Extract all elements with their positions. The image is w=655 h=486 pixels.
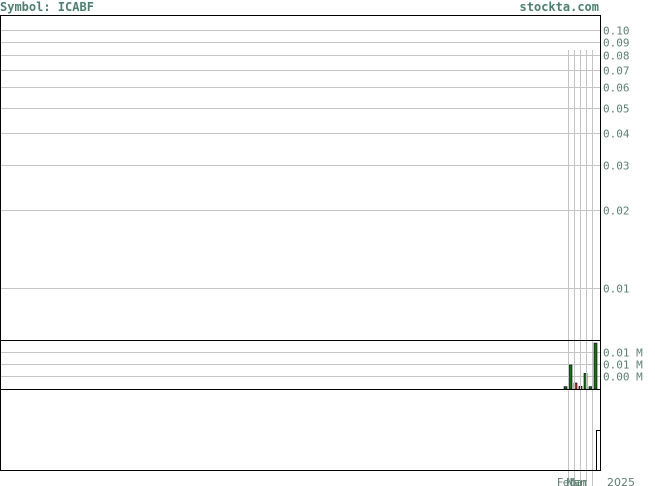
site-label: stockta.com: [520, 0, 599, 14]
indicator-lines: [596, 430, 600, 470]
price-tick-label: 0.04: [603, 128, 630, 141]
symbol-label: Symbol: ICABF: [0, 0, 94, 14]
price-panel: 0.100.090.08 0.07 0.06 0.05 0.04 0.03 0.02 0.01: [1, 25, 630, 296]
price-tick-label: 0.09: [603, 37, 630, 50]
volume-bar: [588, 386, 593, 390]
panel-frames: [0, 15, 601, 471]
price-axis: 0.100.090.08 0.07 0.06 0.05 0.04 0.03 0.02 0.01: [603, 25, 630, 296]
volume-tick-label: 0.00 M: [603, 371, 643, 384]
x-tick-label: Mar: [566, 476, 587, 486]
price-tick-label: 0.05: [603, 103, 630, 116]
volume-bar: [563, 386, 568, 390]
price-tick-label: 0.07: [603, 65, 630, 78]
x-tick-label: Jan: [569, 476, 587, 486]
volume-axis: 0.01 M0.01 M0.00 M: [603, 347, 643, 384]
volume-bar: [593, 342, 598, 390]
price-gridlines: [1, 30, 600, 289]
price-tick-label: 0.01: [603, 283, 630, 296]
indicator-line: [596, 430, 600, 470]
volume-tick-label: 0.01 M: [603, 347, 643, 360]
x-tick-label: 2025: [607, 476, 635, 486]
price-tick-label: 0.02: [603, 205, 630, 218]
indicator-panel: [596, 430, 600, 470]
price-tick-label: 0.08: [603, 50, 630, 63]
volume-tick-label: 0.01 M: [603, 359, 643, 372]
volume-bar: [568, 364, 573, 390]
vertical-gridlines: [568, 50, 593, 486]
volume-gridlines: [1, 352, 600, 377]
price-tick-label: 0.03: [603, 160, 630, 173]
price-tick-label: 0.10: [603, 25, 630, 38]
x-tick-label: Feb: [557, 476, 576, 486]
price-tick-label: 0.06: [603, 82, 630, 95]
volume-panel: 0.01 M0.01 M0.00 M: [1, 342, 643, 390]
